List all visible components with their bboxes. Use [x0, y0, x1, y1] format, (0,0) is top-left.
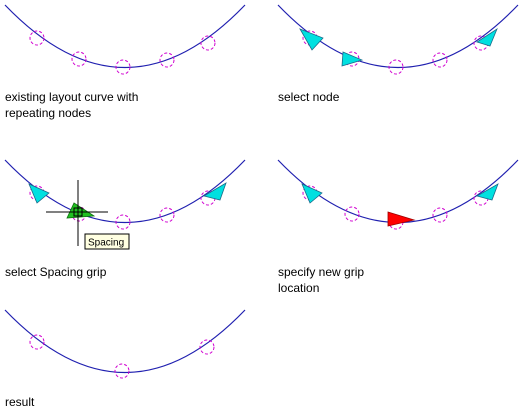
node-circle: [29, 30, 45, 46]
caption-line: location: [278, 281, 320, 295]
panel-3-select-spacing-grip: Spacing: [4, 159, 246, 250]
layout-curve: [4, 4, 246, 69]
triangle-grip-icon[interactable]: [202, 182, 227, 201]
panel-1-existing-curve: [4, 4, 246, 75]
panel-2-select-node: [277, 4, 519, 75]
node-circle: [114, 363, 130, 379]
node-circle: [432, 52, 448, 68]
panel-5-result: [4, 309, 246, 379]
node-circle: [29, 334, 45, 350]
caption-panel-1: existing layout curve with repeating nod…: [5, 89, 138, 121]
node-circle: [115, 214, 131, 230]
caption-line: specify new grip: [278, 265, 365, 279]
caption-line: result: [5, 395, 35, 409]
new-grip-location-icon[interactable]: [387, 211, 416, 227]
node-circle: [200, 35, 216, 51]
layout-curve: [4, 309, 246, 374]
triangle-grip-icon[interactable]: [476, 27, 498, 47]
caption-panel-2: select node: [278, 89, 339, 105]
crosshair-cursor-icon: [46, 180, 108, 246]
triangle-grip-icon[interactable]: [475, 183, 499, 201]
caption-panel-4: specify new grip location: [278, 264, 364, 296]
node-circle: [432, 207, 448, 223]
triangle-grip-icon[interactable]: [341, 51, 364, 67]
caption-line: select node: [278, 90, 340, 104]
node-circle: [388, 59, 404, 75]
node-circle: [344, 206, 360, 222]
caption-line: existing layout curve with: [5, 90, 139, 104]
spacing-tooltip: Spacing: [84, 233, 130, 250]
node-circle: [159, 52, 175, 68]
node-circle: [199, 339, 215, 355]
triangle-grip-icon[interactable]: [299, 28, 324, 51]
node-circle: [159, 207, 175, 223]
panel-4-specify-new-grip-location: [277, 159, 519, 230]
triangle-grip-icon[interactable]: [28, 183, 50, 204]
node-circle: [115, 59, 131, 75]
node-circle: [71, 51, 87, 67]
caption-panel-3: select Spacing grip: [5, 264, 106, 280]
spacing-tooltip-label: Spacing: [88, 238, 124, 249]
caption-line: select Spacing grip: [5, 265, 107, 279]
triangle-grip-icon[interactable]: [301, 183, 323, 204]
caption-panel-5: result: [5, 394, 34, 410]
caption-line: repeating nodes: [5, 106, 92, 120]
